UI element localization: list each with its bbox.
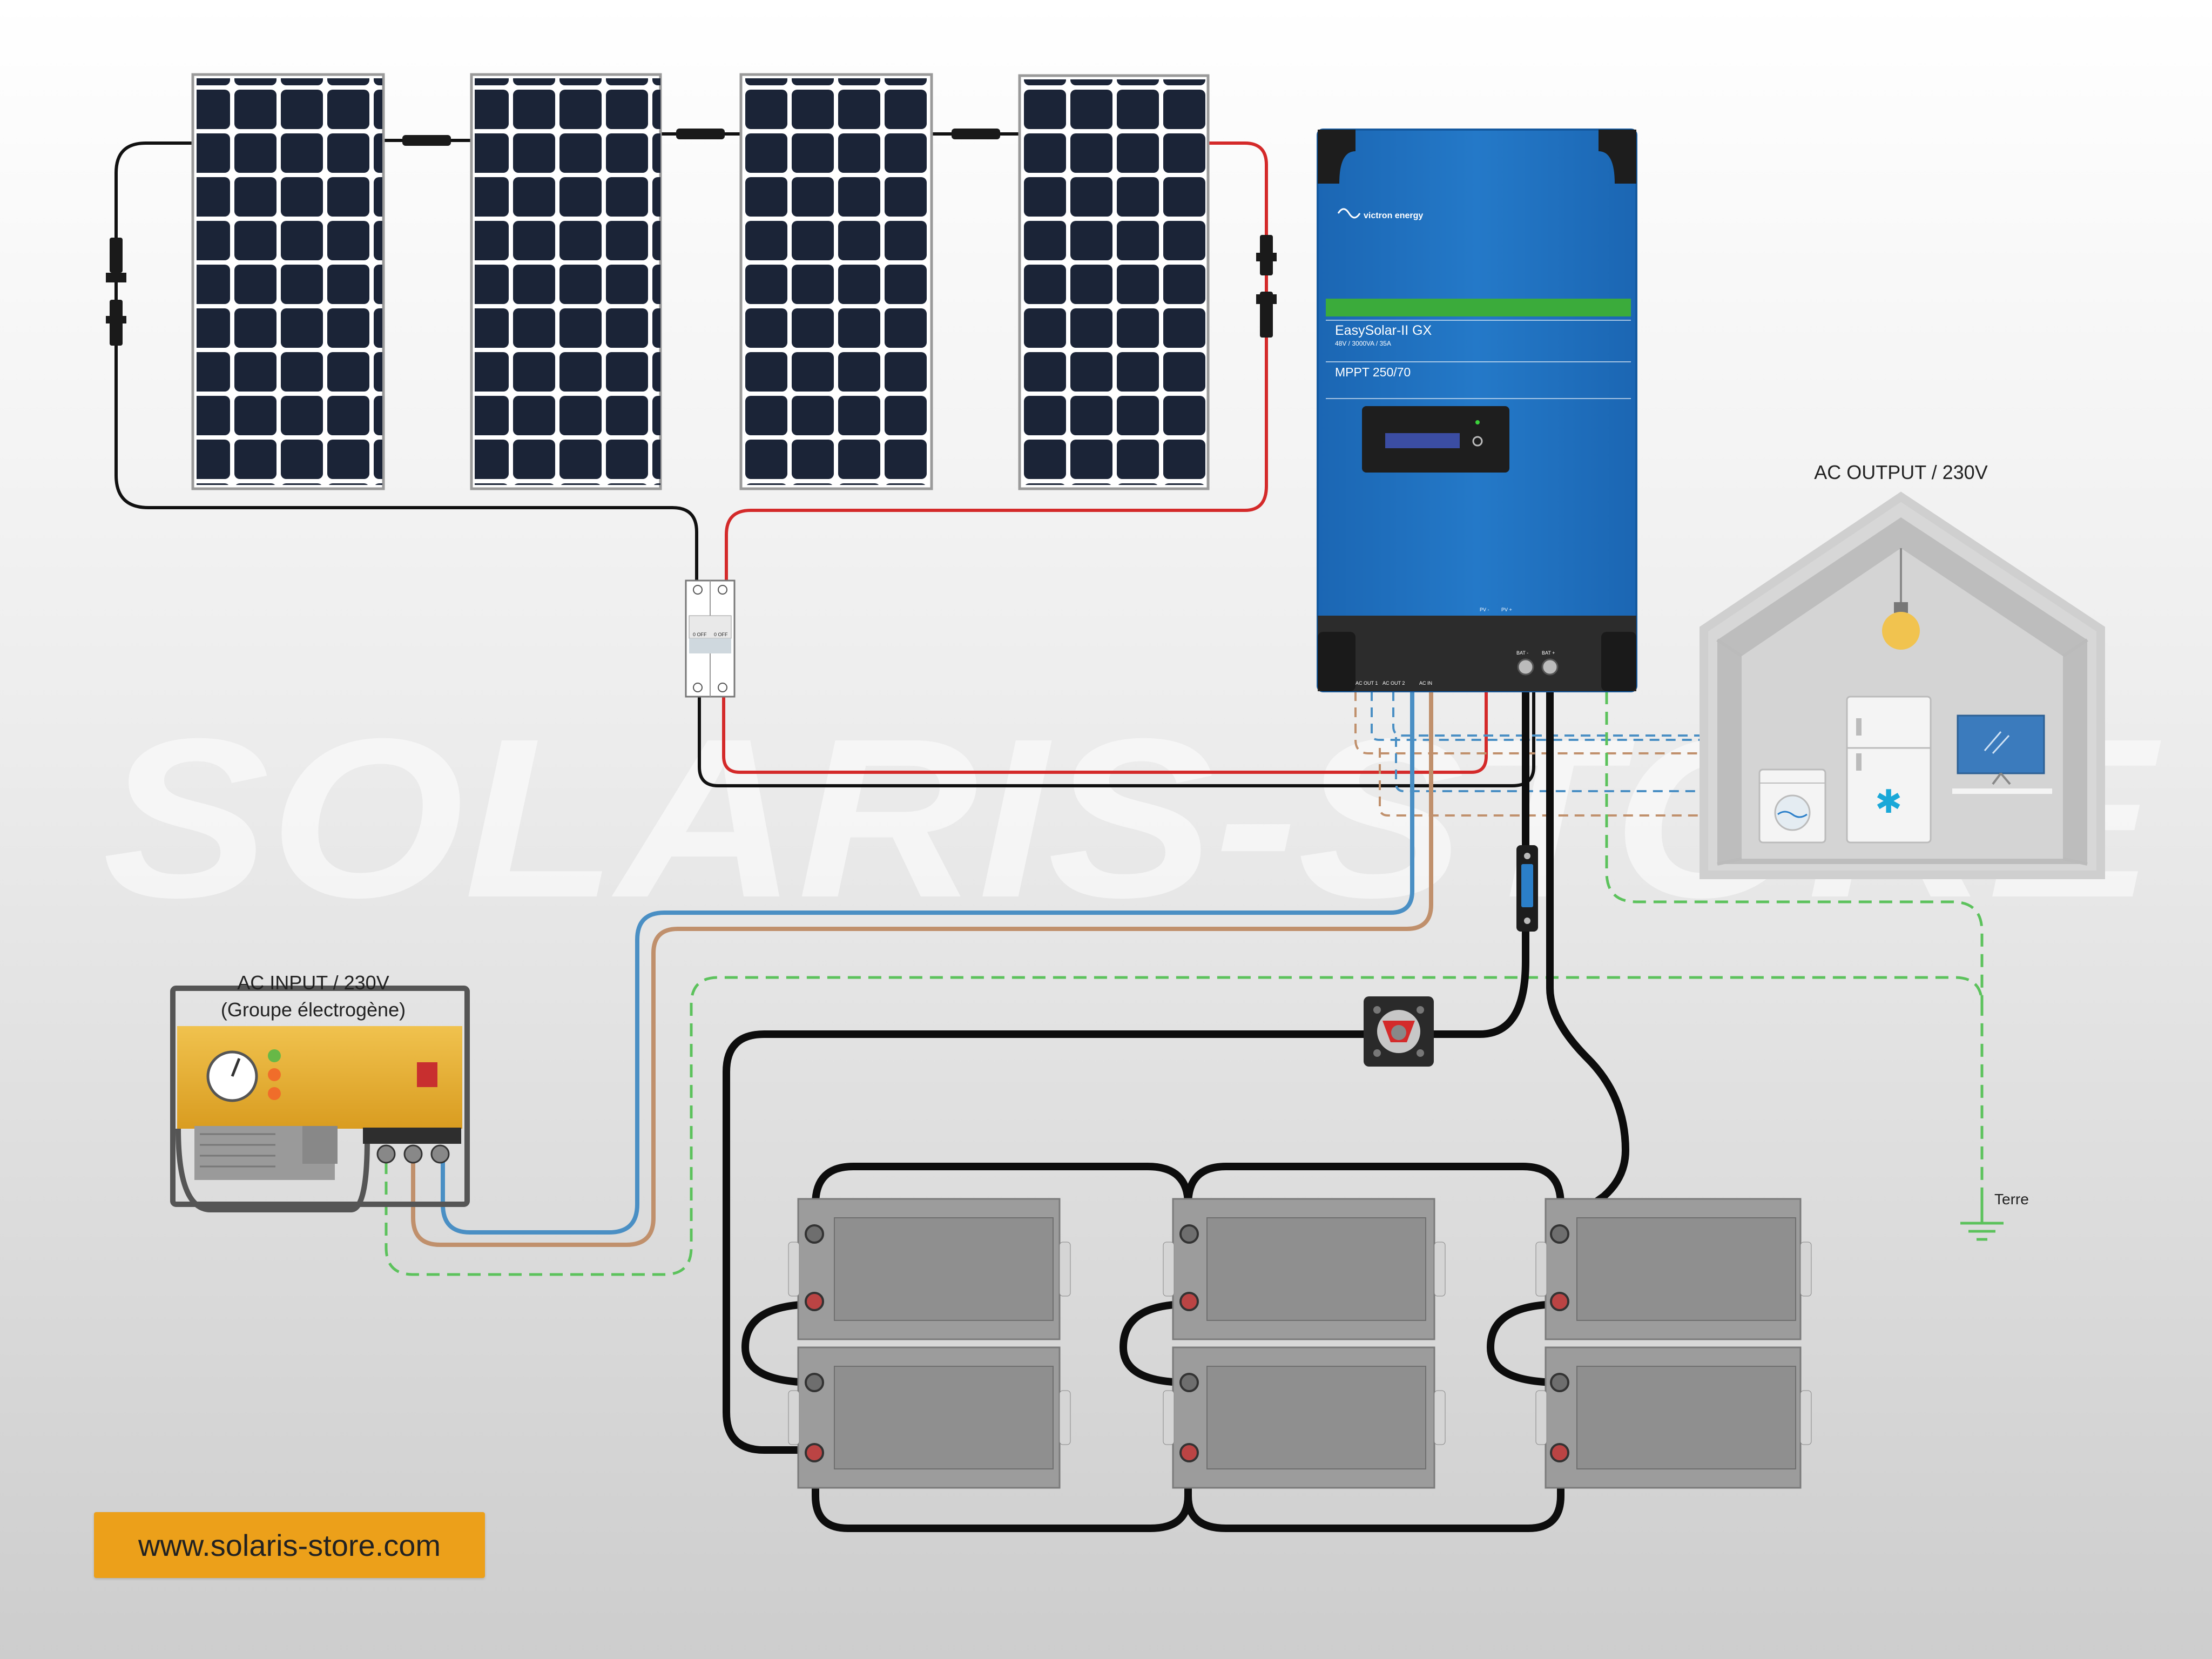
battery-2: [1163, 1198, 1446, 1340]
terminal-pv-plus: PV +: [1501, 607, 1512, 612]
fridge-icon: ✱: [1846, 696, 1932, 844]
ac-input-label: AC INPUT / 230V: [237, 972, 389, 994]
website-link[interactable]: www.solaris-store.com: [138, 1528, 441, 1562]
earth-ground-icon: [1960, 1193, 2004, 1241]
dc-fuse: [1516, 845, 1538, 932]
terminal-ac-out-1: AC OUT 1: [1355, 680, 1378, 686]
pv-negative-wire: [114, 141, 698, 583]
mc4-connector-right: [1256, 235, 1277, 338]
battery-3: [1535, 1198, 1812, 1340]
tv-icon: [1952, 714, 2052, 794]
solar-panel-3: [739, 73, 933, 490]
dc-breaker: 0 OFF 0 OFF: [685, 579, 736, 698]
battery-bank: [788, 1198, 1812, 1489]
inverter-display[interactable]: [1362, 406, 1509, 473]
terminal-bat-minus: BAT -: [1516, 650, 1528, 656]
terminal-ac-out-2: AC OUT 2: [1382, 680, 1405, 686]
house-ac-output: ✱: [1700, 491, 2105, 879]
lamp-icon: [1882, 548, 1920, 650]
terminal-ac-in: AC IN: [1419, 680, 1432, 686]
inverter-brand: victron energy: [1364, 211, 1423, 220]
earth-wire-inverter: [1605, 691, 1984, 1004]
washing-machine-icon: [1758, 768, 1826, 844]
website-badge[interactable]: www.solaris-store.com: [94, 1512, 485, 1578]
battery-1: [788, 1198, 1071, 1340]
battery-cables: [723, 691, 1630, 1532]
ac-input-sublabel: (Groupe électrogène): [221, 999, 406, 1021]
terminal-pv-minus: PV -: [1480, 607, 1489, 612]
battery-switch[interactable]: [1364, 996, 1434, 1067]
solar-panel-1: [191, 73, 385, 490]
inverter-model: EasySolar-II GX: [1335, 323, 1432, 338]
ac-output-label: AC OUTPUT / 230V: [1814, 461, 1987, 483]
generator-ac-input: [170, 986, 470, 1212]
battery-4: [788, 1346, 1071, 1489]
battery-5: [1163, 1346, 1446, 1489]
inverter-spec: 48V / 3000VA / 35A: [1335, 340, 1391, 347]
breaker-to-inverter-positive: [722, 629, 1488, 774]
breaker-to-inverter-negative: [698, 648, 1535, 787]
inverter-easysolar: victron energy EasySolar-II GX 48V / 300…: [1317, 129, 1637, 692]
panel-link-connectors: [383, 129, 1020, 146]
svg-text:✱: ✱: [1875, 783, 1902, 821]
battery-6: [1535, 1346, 1812, 1489]
terminal-bat-plus: BAT +: [1542, 650, 1555, 656]
pv-positive-wire: [725, 141, 1268, 583]
ac-input-wire-brown: [411, 691, 1433, 1247]
status-bar: [1326, 299, 1631, 316]
inverter-mppt: MPPT 250/70: [1335, 365, 1411, 379]
solar-panel-4: [1018, 74, 1210, 490]
earth-label: Terre: [1994, 1191, 2029, 1208]
solar-panel-2: [470, 73, 662, 490]
victron-logo: victron energy: [1337, 208, 1423, 220]
breaker-off-label-2: 0 OFF: [714, 632, 728, 637]
ac-input-wire-blue: [441, 691, 1414, 1235]
earth-wire: [385, 976, 1984, 1276]
breaker-off-label-1: 0 OFF: [693, 632, 707, 637]
solar-array: [106, 73, 1277, 583]
mc4-connector-left: [106, 238, 126, 346]
